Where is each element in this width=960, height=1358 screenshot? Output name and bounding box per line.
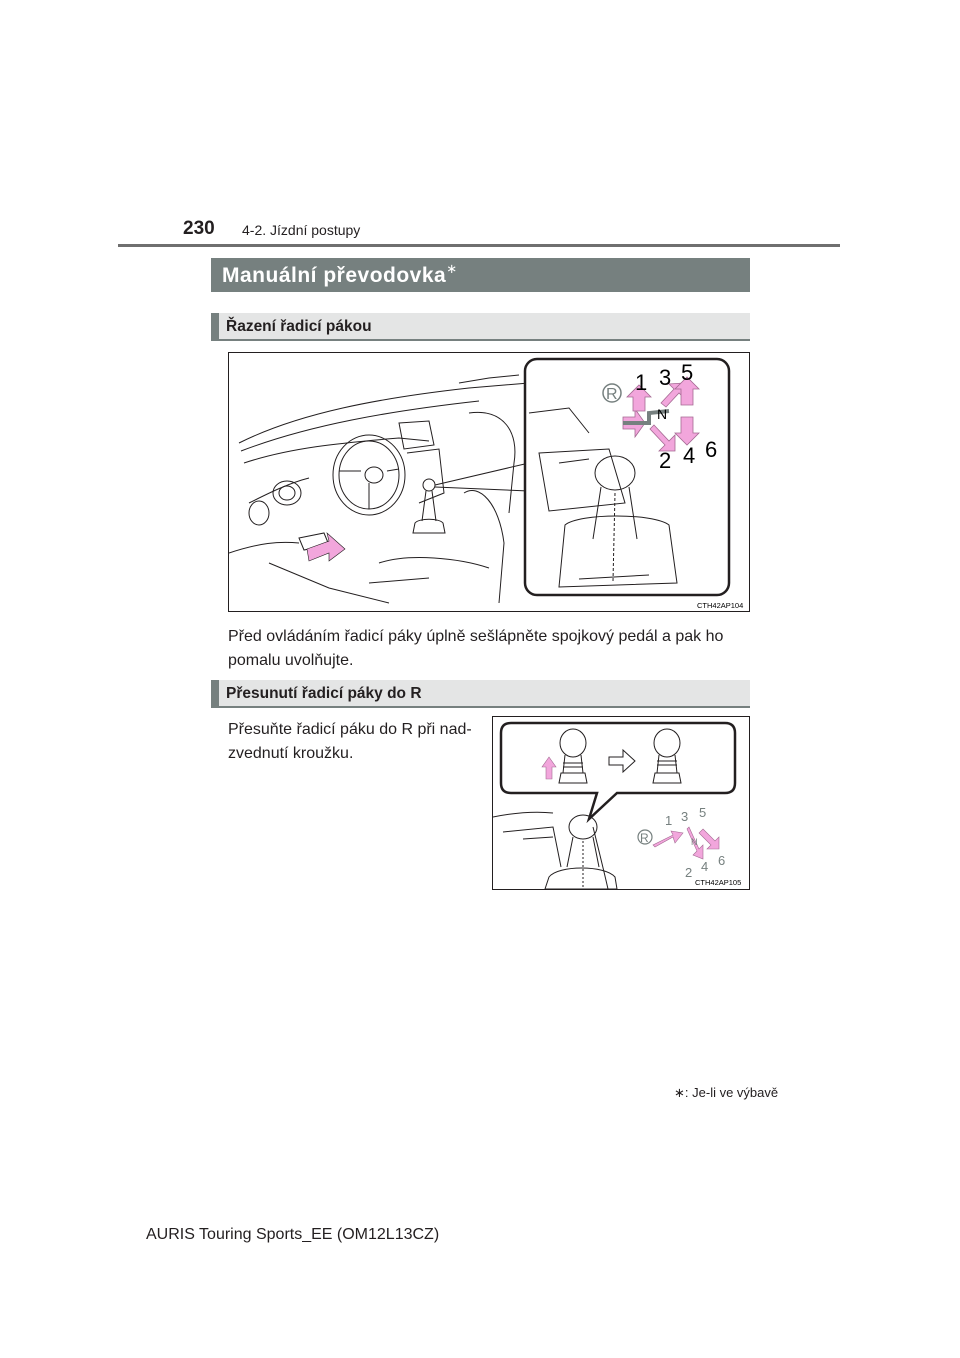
gear-label-small-1: 1: [665, 813, 672, 828]
page-number: 230: [183, 218, 215, 239]
optional-mark: ∗: [446, 261, 458, 276]
subheading-reverse: Přesunutí řadicí páky do R: [226, 685, 422, 702]
gear-label-2: 2: [659, 448, 671, 473]
shifting-instruction: Před ovládáním řadicí páky úplně sešlápn…: [228, 628, 724, 669]
reverse-illustration: R 1 3 5 2 4 6 N CTH42AP105: [493, 721, 741, 889]
gear-label-r-small: R: [640, 831, 649, 845]
gear-label-small-5: 5: [699, 805, 706, 820]
figure-reverse: R 1 3 5 2 4 6 N CTH42AP105: [492, 716, 750, 890]
gear-label-4: 4: [683, 443, 695, 468]
gear-label-3: 3: [659, 365, 671, 390]
footnote: ∗: Je-li ve výbavě: [674, 1085, 778, 1101]
lift-arrow: [541, 756, 557, 780]
cockpit-illustration: R 1 3 5 N 2 4 6 CTH42AP104: [229, 357, 743, 610]
subheading-bar: [211, 680, 750, 708]
section-heading-bar: [211, 258, 750, 292]
reverse-instruction: Přesuňte řadicí páku do R při nad- zvedn…: [228, 721, 472, 762]
gear-label-5: 5: [681, 360, 693, 385]
section-title: Manuální převodovka: [222, 264, 447, 287]
subheading-shifting: Řazení řadicí pákou: [226, 318, 372, 335]
pedal-arrow: [306, 532, 346, 562]
figure-code: CTH42AP104: [697, 601, 743, 610]
gear-label-small-3: 3: [681, 809, 688, 824]
footer-model: AURIS Touring Sports_EE (OM12L13CZ): [146, 1226, 440, 1243]
footnote-text: : Je-li ve výbavě: [684, 1085, 779, 1100]
gear-label-r: R: [606, 386, 618, 403]
figure-code: CTH42AP105: [695, 878, 741, 887]
footnote-mark: ∗: [674, 1085, 685, 1100]
gear-label-small-2: 2: [685, 865, 692, 880]
gear-label-small-n: N: [691, 837, 698, 847]
gear-label-small-6: 6: [718, 853, 725, 868]
chapter-title: 4-2. Jízdní postupy: [242, 222, 361, 238]
section-heading: Manuální převodovka∗: [222, 261, 458, 288]
header-rule: [118, 244, 840, 247]
subheading-bar: [211, 313, 750, 341]
gear-label-6: 6: [705, 437, 717, 462]
figure-gear-shift: R 1 3 5 N 2 4 6 CTH42AP104: [228, 352, 750, 612]
gear-label-small-4: 4: [701, 859, 708, 874]
gear-label-n: N: [657, 406, 667, 422]
gear-label-1: 1: [635, 370, 647, 395]
